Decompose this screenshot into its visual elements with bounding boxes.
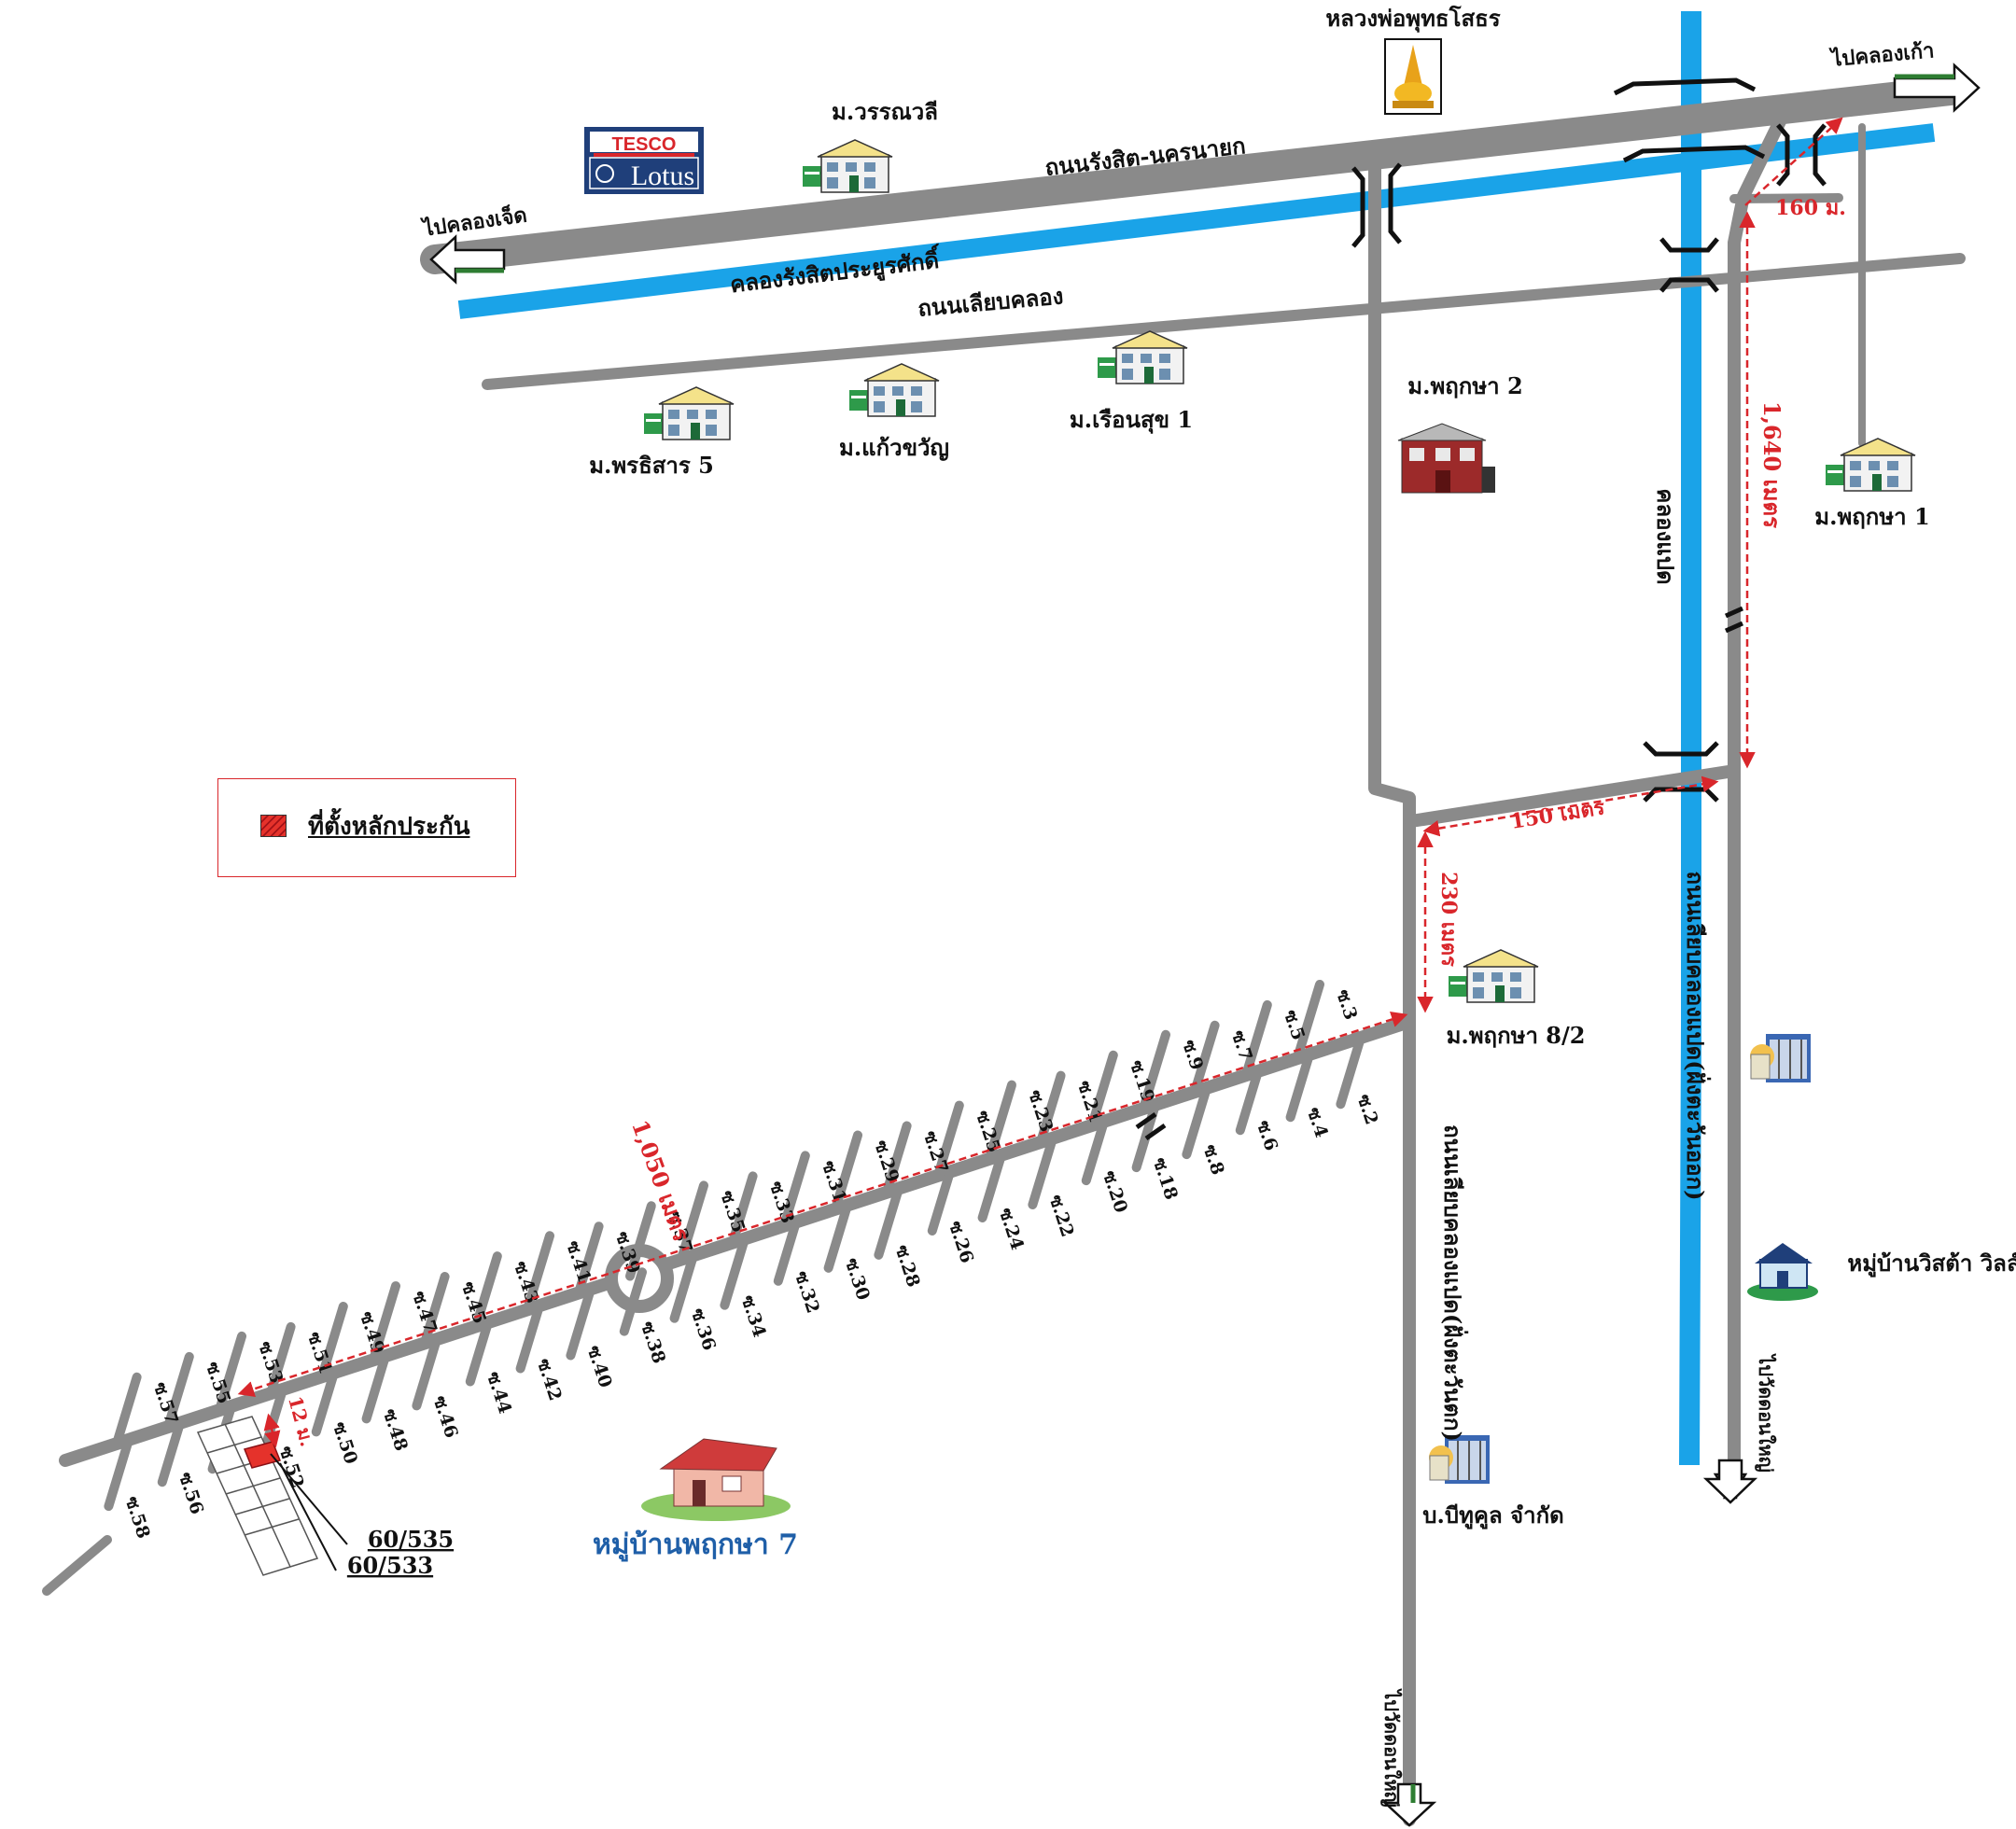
lotus-label: Lotus	[631, 161, 694, 191]
village-pruksa2: ม.พฤกษา 2	[1407, 372, 1522, 399]
tesco-lotus-logo	[584, 127, 704, 194]
plot-60-535: 60/535	[368, 1526, 454, 1553]
soi-label-lower-2: ซ.6	[1253, 1118, 1281, 1153]
soi-road-lower-24	[104, 1434, 133, 1512]
soi-label-lower-8: ซ.26	[945, 1219, 977, 1266]
arrow-south-east-icon	[1702, 1459, 1758, 1504]
soi-label-lower-1: ซ.4	[1303, 1105, 1332, 1140]
house-icon-vista	[1747, 1243, 1818, 1301]
village-kaewkwan: ม.แก้วขวัญ	[839, 434, 949, 461]
roads	[42, 76, 1966, 1826]
dist-230: 230 เมตร	[1436, 872, 1461, 967]
soi-label-lower-24: ซ.58	[121, 1494, 154, 1542]
village-ruensuk: ม.เรือนสุข 1	[1070, 406, 1193, 435]
dist-1640: 1,640 เมตร	[1758, 401, 1785, 528]
village-vista: หมู่บ้านวิสต้า วิลล์	[1847, 1250, 2016, 1278]
house-icon-pruksa82	[1448, 949, 1539, 1003]
village-pruksa82: ม.พฤกษา 8/2	[1447, 1022, 1586, 1049]
canal-main-label: คลองรังสิตประยูรศักดิ์	[728, 244, 943, 300]
soi-label-upper-2: ซ.7	[1227, 1028, 1256, 1064]
house-icon-ruensuk	[1097, 330, 1188, 384]
soi-label-lower-5: ซ.20	[1099, 1168, 1131, 1216]
collateral-marker	[243, 1441, 348, 1571]
canal-vertical-label: คลองแปด	[1652, 488, 1679, 584]
legend-collateral-label: ที่ตั้งหลักประกัน	[308, 813, 470, 841]
road-east-canal-label: ถนนเลียบคลองแปด(ฝั่งตะวันออก)	[1682, 872, 1712, 1201]
soi-label-lower-23: ซ.56	[175, 1470, 207, 1517]
house-icon-kaewkwan	[848, 363, 940, 417]
soi-label-lower-11: ซ.32	[791, 1269, 823, 1317]
road-canal-label: ถนนเลียบคลอง	[917, 282, 1064, 322]
soi-road-upper-23	[112, 1372, 142, 1449]
temple-label: หลวงพ่อพุทธโสธร	[1325, 5, 1500, 34]
village-pruksa7: หมู่บ้านพฤกษา 7	[593, 1529, 798, 1562]
soi-road-upper-22	[163, 1351, 194, 1432]
soi-label-upper-0: ซ.3	[1332, 987, 1361, 1023]
temple-icon	[1384, 38, 1442, 115]
house-icon-pruksa1	[1825, 438, 1916, 492]
dist-12: 12 ม.	[284, 1394, 318, 1449]
village-pornsiri: ม.พรธิสาร 5	[589, 452, 714, 479]
soi-label-lower-13: ซ.36	[687, 1305, 720, 1353]
soi-label-lower-0: ซ.2	[1353, 1092, 1382, 1127]
to-wat-east-label: ไปวัดดอนใหญ่	[1755, 1353, 1777, 1473]
tesco-label: TESCO	[612, 134, 677, 155]
office-icon-east	[1749, 1033, 1812, 1083]
soi-label-lower-7: ซ.24	[995, 1206, 1028, 1253]
village-pruksa1: ม.พฤกษา 1	[1814, 503, 1929, 530]
company-label: บ.บีทูคูล จำกัด	[1422, 1501, 1563, 1529]
office-icon-b2cool	[1428, 1434, 1491, 1485]
soi-label-lower-20: ซ.50	[329, 1419, 361, 1467]
soi-label-lower-6: ซ.22	[1045, 1193, 1078, 1240]
house-icon-pruksa7	[641, 1438, 791, 1521]
arrow-klong7-icon	[429, 234, 506, 285]
legend-box: ที่ตั้งหลักประกัน	[217, 778, 516, 877]
legend-collateral-swatch	[260, 815, 287, 837]
house-icon-pornsiri	[643, 386, 735, 440]
canal-klong-8	[1679, 11, 1701, 1466]
village-wannawalee: ม.วรรณวลี	[832, 98, 938, 125]
dist-160: 160 ม.	[1775, 196, 1846, 220]
dist-1050: 1,050 เมตร	[626, 1116, 695, 1245]
plot-60-533: 60/533	[347, 1552, 433, 1579]
soi-label-upper-3: ซ.9	[1178, 1038, 1207, 1073]
house-icon-wannawalee	[802, 139, 893, 193]
soi-label-lower-18: ซ.46	[429, 1393, 462, 1441]
to-klong7-label: ไปคลองเจ็ด	[420, 201, 529, 242]
to-klong9-label: ไปคลองเก้า	[1828, 37, 1935, 72]
soi-label-lower-9: ซ.28	[891, 1243, 924, 1291]
soi-label-upper-1: ซ.5	[1280, 1008, 1309, 1043]
soi-label-lower-15: ซ.40	[583, 1343, 616, 1390]
soi-label-lower-12: ซ.34	[737, 1292, 770, 1340]
road-west-canal-label: ถนนเลียบคลองแปด(ฝั่งตะวันตก)	[1439, 1124, 1469, 1442]
soi-label-lower-10: ซ.30	[841, 1256, 874, 1304]
arrow-south-west-icon	[1381, 1782, 1437, 1827]
to-wat-west-label: ไปวัดดอนใหญ่	[1380, 1688, 1403, 1808]
soi-label-lower-19: ซ.48	[379, 1406, 412, 1454]
soi-label-lower-17: ซ.44	[483, 1369, 515, 1417]
lot-grid	[196, 1416, 319, 1576]
soi-label-lower-3: ซ.8	[1199, 1142, 1228, 1178]
soi-label-lower-14: ซ.38	[637, 1319, 669, 1366]
house-icon-pruksa2	[1397, 423, 1495, 494]
soi-label-lower-4: ซ.18	[1149, 1155, 1182, 1203]
arrow-klong9-icon	[1893, 63, 1981, 113]
soi-label-lower-16: ซ.42	[533, 1356, 566, 1403]
distance-arrows	[237, 117, 1843, 1448]
soi-road-lower-23	[157, 1417, 185, 1487]
